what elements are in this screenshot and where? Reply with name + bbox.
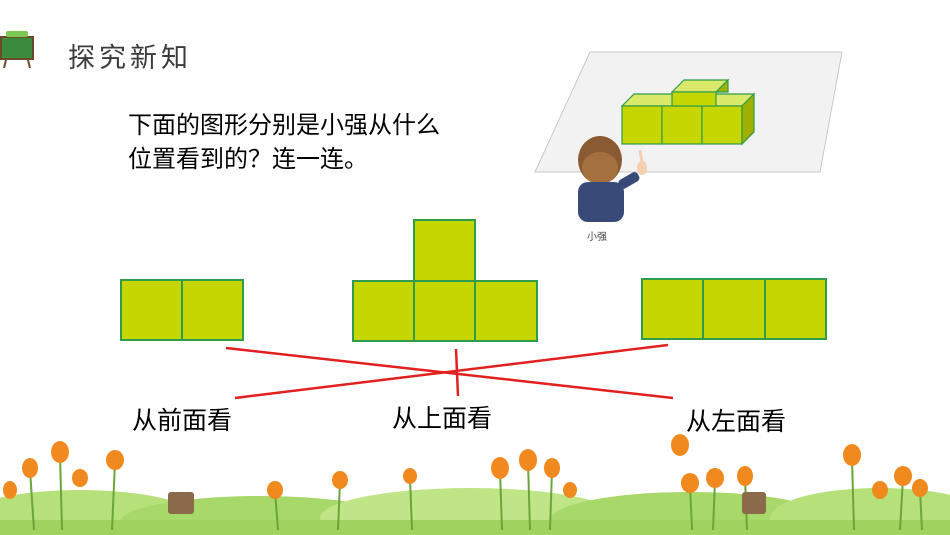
- view-t-shape[interactable]: [352, 219, 538, 342]
- tree-stumps: [168, 492, 766, 514]
- boy-figure: [578, 136, 647, 222]
- question-line-2: 位置看到的？连一连。: [128, 145, 368, 173]
- question-line-1: 下面的图形分别是小强从什么: [128, 111, 440, 139]
- flowers: [3, 434, 928, 499]
- view-two-squares[interactable]: [120, 279, 244, 341]
- chalkboard-icon: [0, 28, 36, 68]
- question-text: 下面的图形分别是小强从什么 位置看到的？连一连。: [128, 108, 508, 176]
- line-view3-to-front: [234, 343, 669, 400]
- block-structure: [620, 78, 756, 146]
- answer-lines: [225, 343, 674, 400]
- character-label: 小强: [587, 232, 607, 243]
- section-title: 探究新知: [68, 43, 192, 74]
- option-left[interactable]: 从左面看: [686, 407, 787, 436]
- option-top[interactable]: 从上面看: [392, 404, 493, 433]
- view-three-squares[interactable]: [641, 278, 827, 340]
- stems: [29, 454, 923, 531]
- grass: [0, 488, 950, 535]
- line-view2-to-top: [454, 348, 460, 397]
- option-front[interactable]: 从前面看: [132, 406, 233, 435]
